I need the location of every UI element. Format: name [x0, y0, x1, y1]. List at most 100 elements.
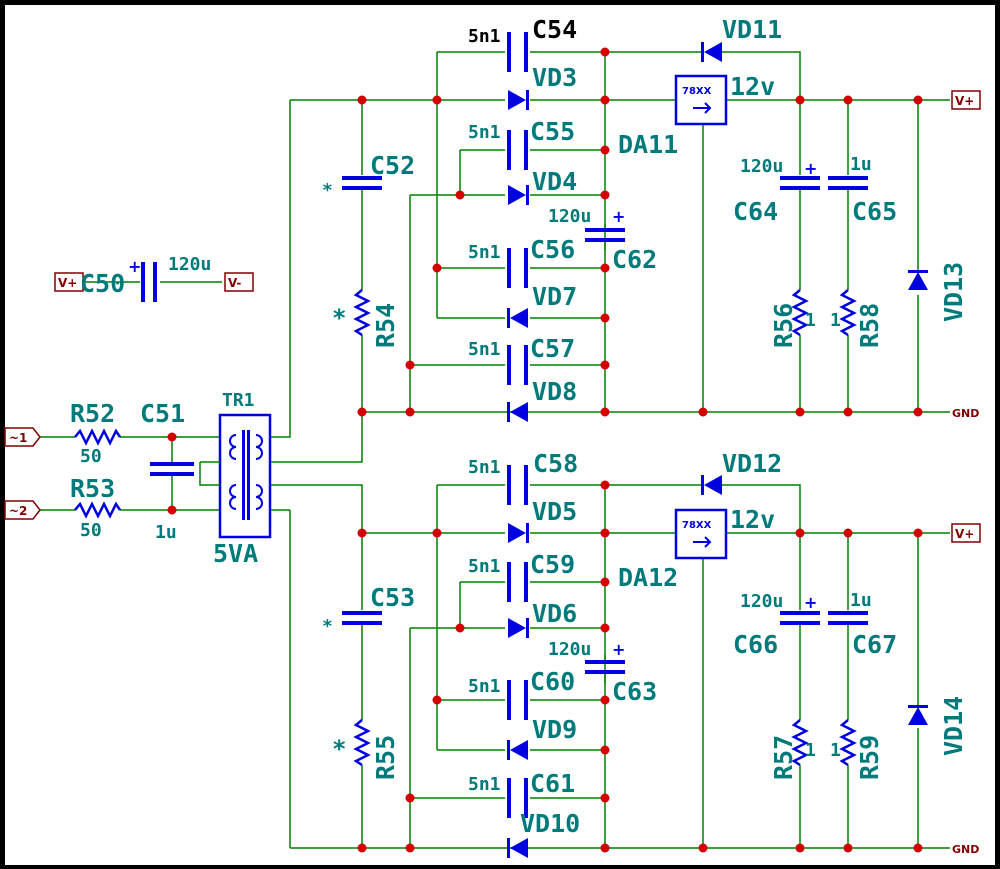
resistor-symbols-vertical [353, 289, 857, 767]
vd11-label: VD11 [722, 15, 782, 44]
svg-text:V+: V+ [955, 94, 974, 108]
c53-value: * [322, 616, 333, 637]
svg-text:V+: V+ [955, 527, 974, 541]
da11-voltage: 12v [730, 72, 775, 101]
diode-vd11-symbol [701, 42, 722, 62]
r55-ref: R55 [371, 735, 400, 780]
diode-vd10-symbol [507, 838, 528, 858]
c50-ref: C50 [80, 269, 125, 298]
r56-value: 1 [805, 310, 816, 331]
capacitor-c59-symbol [507, 562, 528, 602]
vd4-label: VD4 [532, 167, 577, 196]
vd14-label: VD14 [939, 696, 968, 756]
svg-text:78XX: 78XX [682, 520, 712, 531]
da11-ref: DA11 [618, 130, 678, 159]
c66-ref: C66 [733, 630, 778, 659]
vd12-label: VD12 [722, 449, 782, 478]
c52-ref: C52 [370, 151, 415, 180]
capacitor-c62-symbol: + [585, 207, 625, 242]
r54-value: * [332, 304, 346, 332]
c60-value: 5n1 [468, 676, 501, 697]
capacitor-c65-symbol [828, 176, 868, 190]
c65-value: 1u [850, 154, 872, 175]
port-in2: ~2 [4, 500, 41, 520]
diode-vd4-symbol [508, 185, 529, 205]
c56-ref: C56 [530, 235, 575, 264]
port-c50-vplus: V+ [54, 272, 84, 292]
resistor-r57-symbol [791, 719, 809, 767]
diode-vd7-symbol [507, 308, 528, 328]
port-vplus-top: V+ [951, 90, 981, 110]
c60-ref: C60 [530, 667, 575, 696]
resistor-r56-symbol [791, 289, 809, 337]
c57-ref: C57 [530, 334, 575, 363]
diode-vd12-symbol [701, 475, 722, 495]
capacitor-c58-symbol [507, 465, 528, 505]
r58-ref: R58 [855, 303, 884, 348]
diode-vd13-symbol [908, 270, 928, 290]
capacitor-c56-symbol [507, 248, 528, 288]
vd8-label: VD8 [532, 377, 577, 406]
r56-ref: R56 [769, 303, 798, 348]
svg-text:GND: GND [952, 407, 979, 420]
svg-text:V+: V+ [58, 276, 77, 290]
c65-ref: C65 [852, 197, 897, 226]
labels: 5n1 C54 VD3 5n1 C55 VD4 5n1 C56 VD7 5n1 … [70, 15, 968, 838]
resistor-r52-symbol [74, 428, 122, 446]
capacitor-c55-symbol [507, 130, 528, 170]
c50-value: 120u [168, 254, 211, 275]
c59-ref: C59 [530, 550, 575, 579]
capacitor-c61-symbol [507, 778, 528, 818]
svg-text:~2: ~2 [9, 504, 27, 518]
c55-ref: C55 [530, 117, 575, 146]
diode-vd6-symbol [508, 618, 529, 638]
vd3-label: VD3 [532, 63, 577, 92]
junction-dots [167, 47, 923, 853]
r55-value: * [332, 735, 346, 763]
capacitor-symbols-vertical: + + + + [342, 159, 868, 674]
r52-ref: R52 [70, 399, 115, 428]
r59-value: 1 [830, 740, 841, 761]
c62-value: 120u [548, 206, 591, 227]
r57-value: 1 [805, 740, 816, 761]
diode-vd5-symbol [508, 523, 529, 543]
capacitor-c57-symbol [507, 345, 528, 385]
c67-ref: C67 [852, 630, 897, 659]
diode-vd8-symbol [507, 402, 528, 422]
transformer-tr1-symbol [199, 413, 272, 539]
capacitor-c52-symbol [342, 176, 382, 190]
vd5-label: VD5 [532, 497, 577, 526]
capacitor-c67-symbol [828, 611, 868, 625]
c64-ref: C64 [733, 197, 778, 226]
r57-ref: R57 [769, 735, 798, 780]
c58-ref: C58 [533, 449, 578, 478]
c54-value: 5n1 [468, 26, 501, 47]
c67-value: 1u [850, 590, 872, 611]
wires-top [270, 51, 950, 463]
capacitor-c54-symbol [507, 32, 528, 72]
svg-text:+: + [804, 593, 817, 612]
c51-ref: C51 [140, 399, 185, 428]
resistor-r59-symbol [839, 719, 857, 767]
port-vplus-bottom: V+ [951, 523, 981, 543]
capacitor-c50-symbol: + [128, 257, 157, 302]
vd9-label: VD9 [532, 715, 577, 744]
capacitor-c64-symbol: + [780, 159, 820, 190]
c56-value: 5n1 [468, 242, 501, 263]
regulator-da12-symbol: 78XX [674, 508, 728, 560]
r58-value: 1 [830, 310, 841, 331]
vd10-label: VD10 [520, 809, 580, 838]
c58-value: 5n1 [468, 457, 501, 478]
resistor-r53-symbol [74, 501, 122, 519]
diode-symbols [507, 42, 928, 858]
svg-text:+: + [612, 207, 625, 226]
c51-value: 1u [155, 522, 177, 543]
diode-vd9-symbol [507, 740, 528, 760]
svg-text:+: + [804, 159, 817, 178]
capacitor-c51-symbol [150, 462, 194, 476]
svg-text:+: + [612, 640, 625, 659]
da12-voltage: 12v [730, 505, 775, 534]
tr1-ref: TR1 [222, 390, 255, 411]
c55-value: 5n1 [468, 122, 501, 143]
